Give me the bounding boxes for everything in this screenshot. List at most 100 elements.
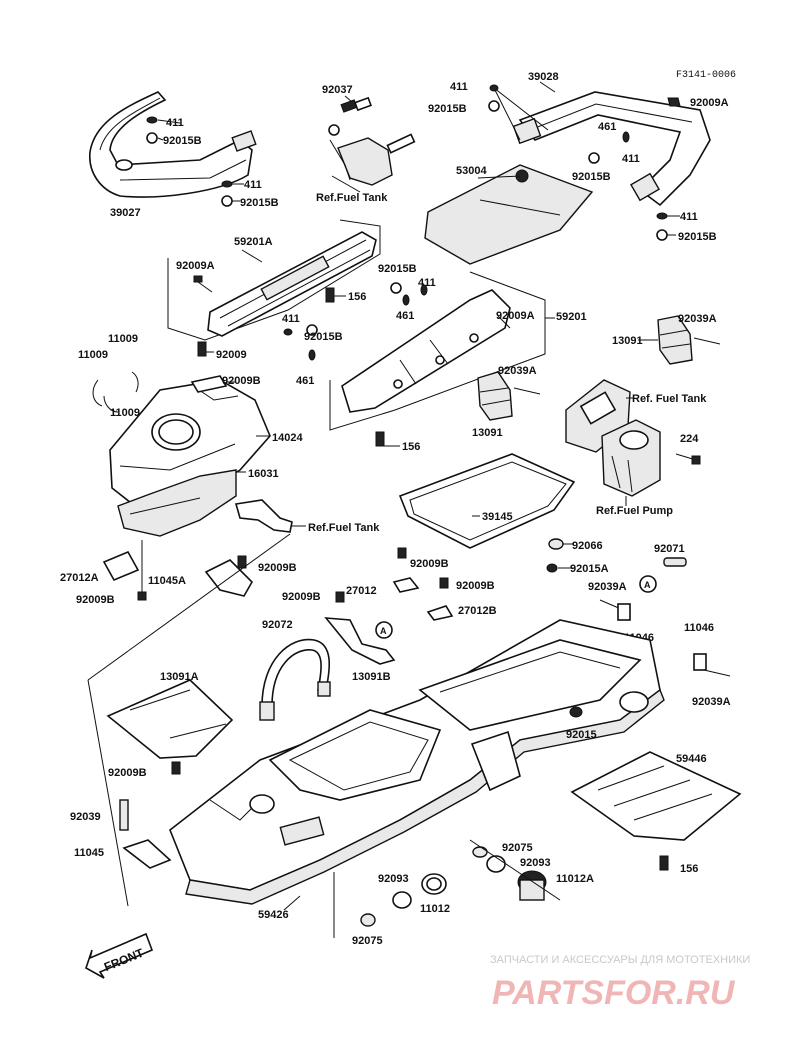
ref-point-a-label-2: A bbox=[380, 626, 387, 636]
bracket-box-59201 bbox=[329, 271, 546, 431]
label-411-f: 411 bbox=[418, 277, 436, 289]
rubber-block-13091-right bbox=[657, 315, 721, 365]
label-224: 224 bbox=[680, 433, 699, 445]
label-156-a: 156 bbox=[348, 291, 366, 303]
label-92093-a: 92093 bbox=[520, 857, 551, 869]
label-92039a-a: 92039A bbox=[678, 313, 717, 325]
label-156-b: 156 bbox=[402, 441, 420, 453]
label-11009-a: 11009 bbox=[108, 333, 138, 345]
gasket-39145 bbox=[398, 453, 576, 549]
label-92015: 92015 bbox=[566, 729, 597, 741]
label-59201: 59201 bbox=[556, 311, 587, 323]
label-59446: 59446 bbox=[676, 753, 707, 765]
label-461-a: 461 bbox=[598, 121, 616, 133]
label-156-c: 156 bbox=[680, 863, 698, 875]
label-92009b-g: 92009B bbox=[108, 767, 147, 779]
label-92009b-e: 92009B bbox=[456, 580, 495, 592]
label-92015b-d: 92015B bbox=[572, 171, 611, 183]
label-92009a-b: 92009A bbox=[176, 260, 215, 272]
label-411-c: 411 bbox=[450, 81, 468, 93]
clamp-11045 bbox=[122, 839, 172, 869]
label-92072: 92072 bbox=[262, 619, 293, 631]
label-92015a: 92015A bbox=[570, 563, 609, 575]
ref-fuel-tank-2: Ref. Fuel Tank bbox=[632, 393, 707, 405]
fitting-11012 bbox=[421, 873, 447, 895]
hull-59426 bbox=[169, 619, 665, 905]
bracket-box-59201a bbox=[167, 219, 381, 341]
label-13091b: 13091B bbox=[352, 671, 391, 683]
rubber-block-13091-center bbox=[477, 371, 541, 421]
label-13091-b: 13091 bbox=[472, 427, 503, 439]
label-92075-b: 92075 bbox=[352, 935, 383, 947]
label-27012a: 27012A bbox=[60, 572, 99, 584]
label-411-g: 411 bbox=[282, 313, 300, 325]
plug-92071 bbox=[663, 557, 687, 567]
tank-cover-14024 bbox=[109, 379, 271, 511]
pad-53004 bbox=[424, 164, 594, 265]
watermark-tagline: ЗАПЧАСТИ И АКСЕССУАРЫ ДЛЯ МОТОТЕХНИКИ bbox=[490, 954, 750, 966]
label-411-d: 411 bbox=[622, 153, 640, 165]
grommet-92066 bbox=[548, 538, 564, 550]
label-92039a-c: 92039A bbox=[588, 581, 627, 593]
label-16031: 16031 bbox=[248, 468, 279, 480]
ref-fuel-tank-3: Ref.Fuel Tank bbox=[308, 522, 380, 534]
label-11009-b: 11009 bbox=[78, 349, 108, 361]
label-11045a: 11045A bbox=[148, 575, 186, 587]
label-92009a-c: 92009A bbox=[496, 310, 535, 322]
label-92015b-c: 92015B bbox=[428, 103, 467, 115]
plate-59446 bbox=[570, 751, 742, 841]
label-92015b-b: 92015B bbox=[240, 197, 279, 209]
label-53004: 53004 bbox=[456, 165, 487, 177]
bracket-27012a bbox=[102, 540, 143, 596]
fuel-cock-92037 bbox=[328, 96, 416, 186]
grab-handle-39027 bbox=[89, 91, 257, 198]
label-92071: 92071 bbox=[654, 543, 685, 555]
tank-16031 bbox=[117, 469, 237, 537]
label-11012a: 11012A bbox=[556, 873, 594, 885]
label-92075-a: 92075 bbox=[502, 842, 533, 854]
label-92009b-a: 92009B bbox=[222, 375, 261, 387]
bracket-plate-13091a bbox=[106, 679, 234, 759]
bracket-27012 bbox=[392, 577, 420, 593]
label-13091a: 13091A bbox=[160, 671, 199, 683]
ref-point-a-icon bbox=[639, 575, 657, 593]
label-92015b-e: 92015B bbox=[678, 231, 717, 243]
ref-fuel-tank-1: Ref.Fuel Tank bbox=[316, 192, 388, 204]
watermark-brand: PARTSFOR.RU bbox=[492, 974, 736, 1012]
label-92039: 92039 bbox=[70, 811, 101, 823]
label-92015b-f: 92015B bbox=[378, 263, 417, 275]
diagram-code: F3141-0006 bbox=[676, 70, 736, 81]
label-92039a-b: 92039A bbox=[498, 365, 537, 377]
label-461-b: 461 bbox=[396, 310, 414, 322]
nut-washer-group-a bbox=[146, 116, 233, 207]
label-39027: 39027 bbox=[110, 207, 141, 219]
ref-point-a-label: A bbox=[644, 580, 651, 590]
label-411-a: 411 bbox=[166, 117, 184, 129]
label-27012: 27012 bbox=[346, 585, 377, 597]
label-11046-b: 11046 bbox=[684, 622, 714, 634]
label-92066: 92066 bbox=[572, 540, 603, 552]
label-13091-a: 13091 bbox=[612, 335, 643, 347]
label-92015b-g: 92015B bbox=[304, 331, 343, 343]
label-59201a: 59201A bbox=[234, 236, 273, 248]
front-arrow-icon bbox=[85, 932, 154, 979]
label-92009b-b: 92009B bbox=[76, 594, 115, 606]
label-11012: 11012 bbox=[420, 903, 450, 915]
label-92039a-d: 92039A bbox=[692, 696, 731, 708]
label-11045: 11045 bbox=[74, 847, 104, 859]
label-92037: 92037 bbox=[322, 84, 353, 96]
clip-11046-a bbox=[617, 603, 631, 621]
label-92009b-d: 92009B bbox=[410, 558, 449, 570]
label-92093-b: 92093 bbox=[378, 873, 409, 885]
label-411-e: 411 bbox=[680, 211, 698, 223]
label-461-c: 461 bbox=[296, 375, 314, 387]
label-92015b-a: 92015B bbox=[163, 135, 202, 147]
label-59426: 59426 bbox=[258, 909, 289, 921]
grab-handle-39028 bbox=[512, 91, 711, 207]
bracket-27012b bbox=[426, 605, 454, 621]
label-39028: 39028 bbox=[528, 71, 559, 83]
clip-11046-b bbox=[693, 653, 707, 671]
strap-92072 bbox=[259, 638, 331, 721]
bracket-ref-fuel-tank bbox=[234, 499, 293, 533]
